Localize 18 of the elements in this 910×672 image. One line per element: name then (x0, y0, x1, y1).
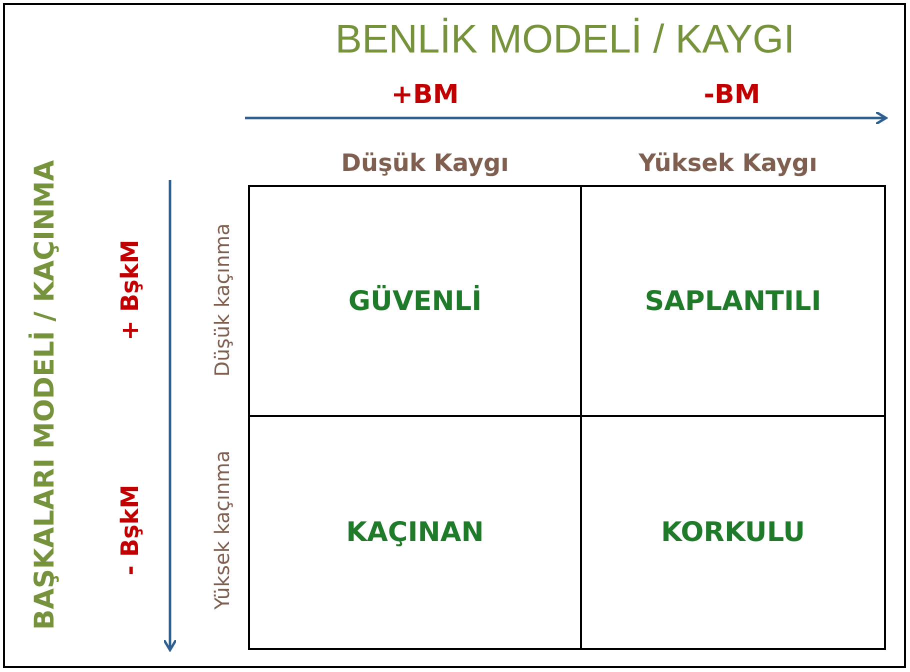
axis-value-label: +BM (391, 80, 459, 110)
quadrant-cell (580, 185, 886, 417)
column-header: Düşük Kaygı (341, 149, 509, 177)
quadrant-cell (580, 415, 886, 650)
row-header: Düşük kaçınma (210, 223, 234, 377)
quadrant-cell (248, 185, 582, 417)
quadrant-label: KAÇINAN (346, 517, 484, 548)
row-header: Yüksek kaçınma (210, 450, 234, 610)
column-header: Yüksek Kaygı (638, 149, 818, 177)
axis-title: BENLİK MODELİ / KAYGI (335, 18, 795, 62)
axis-value-label: -BM (704, 80, 760, 110)
quadrant-cell (248, 415, 582, 650)
quadrant-label: KORKULU (661, 517, 805, 548)
quadrant-label: SAPLANTILI (644, 286, 822, 316)
quadrant-label: GÜVENLİ (348, 286, 482, 316)
axis-value-label: + BşkM (116, 240, 144, 340)
axis-value-label: - BşkM (116, 484, 144, 576)
axis-title: BAŞKALARI MODELİ / KAÇINMA (30, 160, 60, 630)
